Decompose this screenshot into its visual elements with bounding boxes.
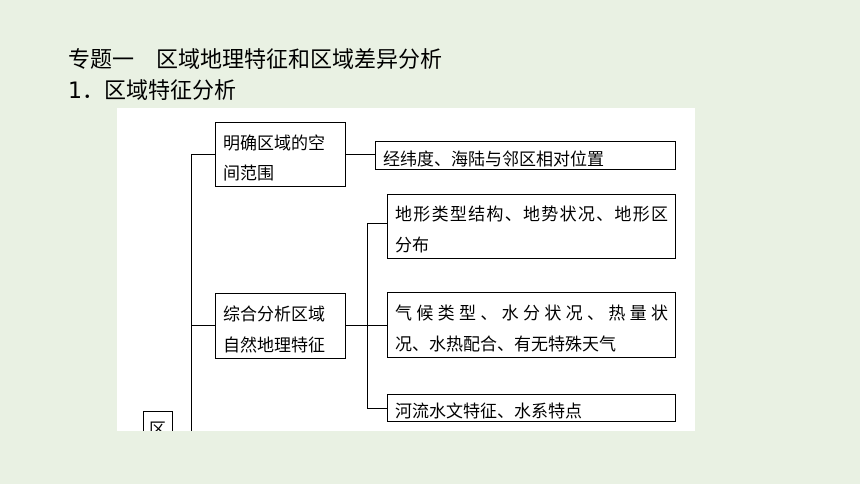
section-heading: 1．区域特征分析	[68, 79, 236, 104]
sub-branch-line-3	[367, 408, 387, 409]
connector-line-1	[346, 154, 375, 155]
node-terrain: 地形类型结构、地势状况、地形区 分布	[387, 194, 676, 259]
sub-branch-line-1	[367, 223, 387, 224]
node-spatial-scope: 明确区域的空 间范围	[215, 122, 346, 187]
root-node: 区	[143, 411, 173, 431]
page-title: 专题一 区域地理特征和区域差异分析	[68, 48, 443, 73]
sub-trunk-line	[367, 223, 368, 408]
node-location: 经纬度、海陆与邻区相对位置	[375, 141, 676, 170]
branch-line-1	[191, 154, 215, 155]
diagram-panel: 区 明确区域的空 间范围 综合分析区域 自然地理特征 经纬度、海陆与邻区相对位置…	[117, 108, 695, 431]
branch-line-2	[191, 325, 215, 326]
node-natural-features: 综合分析区域 自然地理特征	[215, 293, 346, 359]
node-climate: 气候类型、水分状况、热量状 况、水热配合、有无特殊天气	[387, 292, 676, 358]
node-hydrology: 河流水文特征、水系特点	[387, 394, 676, 422]
sub-branch-line-2	[367, 325, 387, 326]
trunk-line	[191, 154, 192, 431]
connector-line-2	[346, 325, 367, 326]
